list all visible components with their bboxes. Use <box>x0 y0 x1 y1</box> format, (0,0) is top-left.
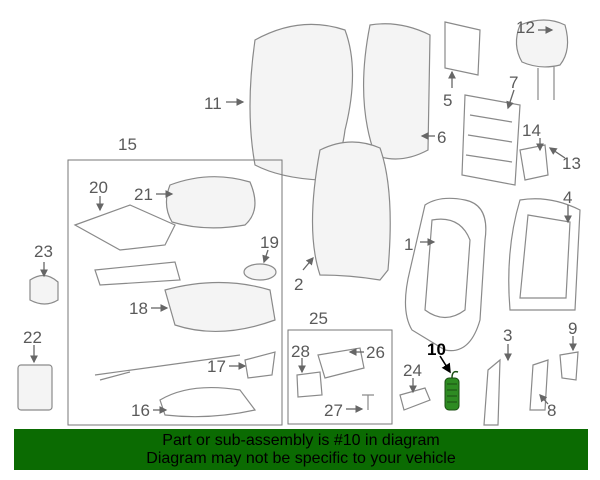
diagram-canvas: 11 12 5 7 6 14 13 4 1 2 15 20 21 19 23 1… <box>17 18 581 426</box>
lumbar-7 <box>461 94 521 186</box>
callout-15[interactable]: 15 <box>118 135 137 154</box>
tray-18 <box>94 261 181 286</box>
callout-20[interactable]: 20 <box>89 178 108 197</box>
module-28 <box>296 371 323 398</box>
subassembly-box-15 <box>67 159 283 426</box>
control-module-22 <box>17 364 53 411</box>
callout-16[interactable]: 16 <box>131 401 150 420</box>
callout-24[interactable]: 24 <box>403 361 422 380</box>
subassembly-box-25 <box>287 329 393 425</box>
callout-3[interactable]: 3 <box>503 326 512 345</box>
bracket-9 <box>559 351 579 381</box>
banner-line-2: Diagram may not be specific to your vehi… <box>146 450 456 467</box>
notice-banner: Part or sub-assembly is #10 in diagram D… <box>14 429 588 470</box>
switch-24 <box>399 387 431 411</box>
callout-12[interactable]: 12 <box>516 18 535 37</box>
callout-19[interactable]: 19 <box>260 233 279 252</box>
callout-25[interactable]: 25 <box>309 309 328 328</box>
clip-27 <box>362 394 374 410</box>
callout-10-selected[interactable]: 10 <box>427 340 446 359</box>
callout-22[interactable]: 22 <box>23 328 42 347</box>
callout-23[interactable]: 23 <box>34 242 53 261</box>
callout-11[interactable]: 11 <box>204 94 222 113</box>
callout-14[interactable]: 14 <box>522 121 541 140</box>
spring-part-10 <box>444 370 460 411</box>
bracket-26 <box>317 347 365 379</box>
callout-4[interactable]: 4 <box>563 188 572 207</box>
guide-14 <box>519 144 549 181</box>
callout-27[interactable]: 27 <box>324 401 343 420</box>
heater-mat-20 <box>73 204 176 251</box>
callout-21[interactable]: 21 <box>134 185 153 204</box>
cover-3 <box>483 358 501 426</box>
cushion-cover-21 <box>165 176 256 229</box>
callout-9[interactable]: 9 <box>568 319 577 338</box>
callout-28[interactable]: 28 <box>291 342 310 361</box>
headrest-12 <box>515 19 569 100</box>
callout-13[interactable]: 13 <box>562 154 581 173</box>
banner-line-1: Part or sub-assembly is #10 in diagram <box>162 432 440 449</box>
callout-26[interactable]: 26 <box>366 343 385 362</box>
frame-panel-5 <box>444 21 481 76</box>
back-pad-6 <box>362 23 431 160</box>
seat-frame-1 <box>404 197 487 352</box>
back-panel-4 <box>508 198 581 311</box>
callout-8[interactable]: 8 <box>547 401 556 420</box>
callout-labels: 11 12 5 7 6 14 13 4 1 2 15 20 21 19 23 1… <box>23 18 581 420</box>
cushion-pad-18 <box>164 281 276 333</box>
callout-17[interactable]: 17 <box>207 357 226 376</box>
sensor-19 <box>243 263 277 281</box>
bracket-17 <box>244 351 276 379</box>
callout-5[interactable]: 5 <box>443 91 452 110</box>
callout-18[interactable]: 18 <box>129 299 148 318</box>
callout-1[interactable]: 1 <box>404 235 413 254</box>
mat-16 <box>159 386 257 418</box>
seat-back-pad-2 <box>311 141 391 281</box>
knob-23 <box>29 274 59 305</box>
callout-7[interactable]: 7 <box>509 73 518 92</box>
callout-6[interactable]: 6 <box>437 128 446 147</box>
trim-8 <box>529 359 549 411</box>
leader-lines <box>30 26 577 414</box>
cable-16 <box>94 354 241 381</box>
callout-2[interactable]: 2 <box>294 275 303 294</box>
